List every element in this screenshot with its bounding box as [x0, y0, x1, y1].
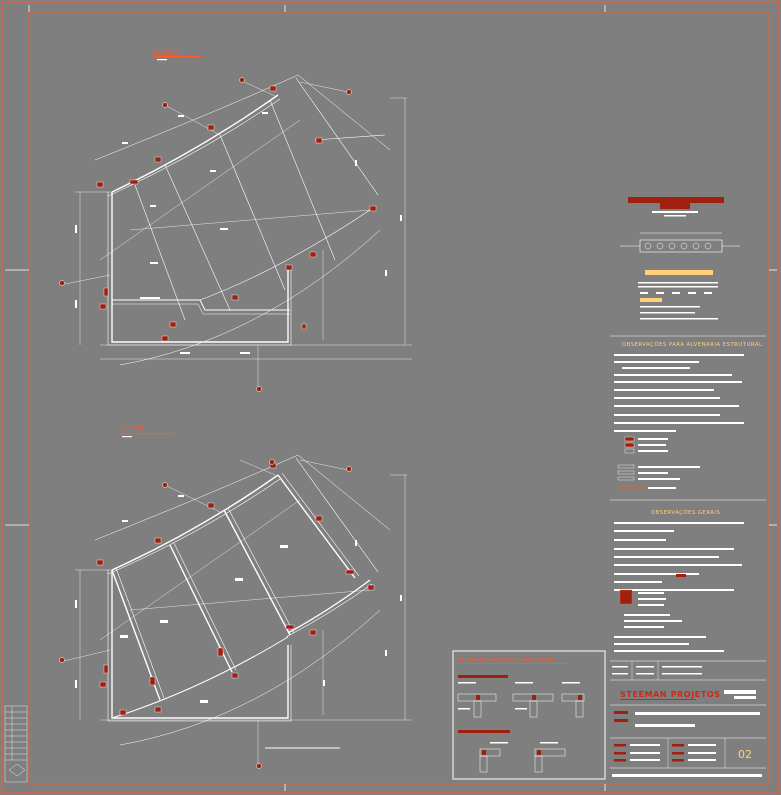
plan-second-course-blocks: [96, 462, 375, 716]
plan-second-course-scale: [122, 436, 132, 438]
sheet-number: 02: [738, 748, 752, 761]
plan-second-course-dims: [75, 495, 402, 703]
structural-notes-lines: [614, 354, 744, 432]
title-block: [610, 660, 766, 777]
plan-first-course-blocks: [96, 85, 377, 342]
wall-connection-details-box: [452, 650, 606, 780]
plan-second-course-title-underline: [120, 433, 175, 435]
company-name: STEEMAN PROJETOS: [620, 690, 721, 699]
general-notes-legend: [614, 589, 724, 652]
general-notes-highlight: [676, 574, 686, 577]
plan-second-course-title: 2ª FIADA: [120, 426, 144, 432]
plan-first-course-scale: [157, 59, 167, 61]
sheet-inner-border: [28, 11, 770, 785]
wall-connection-details-title: DETALHE DAS AMARRAÇÕES DAS PAREDES: [458, 656, 555, 663]
plan-first-course-markers: [59, 77, 352, 392]
wall-connection-details-title-underline: [458, 663, 566, 664]
revision-table: [4, 705, 28, 783]
plan-second-course: [59, 454, 412, 765]
plan-first-course-dims: [75, 112, 402, 354]
plan-first-course: [59, 74, 412, 390]
plan-second-course-markers: [59, 459, 352, 769]
plan-first-course-title-underline: [153, 56, 201, 58]
structural-notes-legend: [617, 436, 700, 490]
general-notes-lines: [614, 522, 744, 591]
block-section-detail: [620, 197, 740, 320]
structural-notes-title: OBSERVAÇÕES PARA ALVENARIA ESTRUTURAL: [622, 341, 762, 348]
company-name-underline: [620, 699, 696, 700]
frame-ticks: [5, 5, 777, 791]
general-notes-title: OBSERVAÇÕES GERAIS: [651, 509, 720, 516]
wall-connection-details-drawings: [457, 675, 585, 773]
plan-first-course-title: 1ª FIADA: [153, 49, 177, 55]
